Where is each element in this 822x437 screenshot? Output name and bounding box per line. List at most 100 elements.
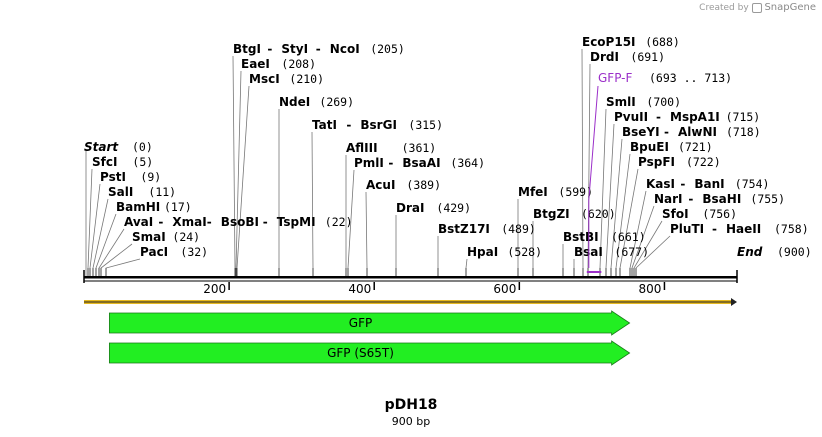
site-position: (208) (281, 57, 316, 71)
enzyme-label-g10: BstZ17I(489) (438, 222, 536, 236)
site-position: (11) (148, 185, 176, 199)
enzyme-name: MspA1I (670, 110, 720, 124)
enzyme-name: TatI (312, 118, 337, 132)
start-position: (0) (132, 140, 153, 154)
sequence-backbone (83, 270, 738, 283)
enzyme-label-g30: BamHI(17) (116, 200, 192, 214)
enzyme-label-g3: MscI(210) (249, 72, 324, 86)
enzyme-label-g20: BseYI-AlwNI(718) (622, 125, 761, 139)
primer-label: GFP-F (598, 71, 633, 85)
label-separator: - (267, 42, 272, 56)
enzyme-label-g23: KasI-BanI(754) (646, 177, 769, 191)
enzyme-label-g17: DrdI(691) (590, 50, 665, 64)
enzyme-name: NcoI (330, 42, 360, 56)
enzyme-label-g28: PstI(9) (100, 170, 161, 184)
site-position: (315) (408, 118, 443, 132)
site-position: (715) (726, 110, 761, 124)
end-position: (900) (777, 245, 812, 259)
leader-line (98, 228, 125, 276)
leader-line (87, 168, 93, 276)
feature-arrow (108, 340, 631, 366)
site-position: (389) (406, 178, 441, 192)
site-position: (722) (686, 155, 721, 169)
enzyme-name: BpuEI (630, 140, 669, 154)
snapgene-logo-icon (751, 2, 762, 13)
primer-range: (693 .. 713) (649, 71, 732, 85)
enzyme-name: PacI (140, 245, 168, 259)
enzyme-name: PspFI (638, 155, 675, 169)
label-separator: - (388, 156, 393, 170)
leader-line (619, 168, 639, 276)
enzyme-name: NdeI (279, 95, 310, 109)
site-position: (205) (370, 42, 405, 56)
enzyme-name: SmlI (606, 95, 636, 109)
enzyme-label-g8: AcuI (389) (366, 178, 441, 192)
enzyme-name: BtgZI (533, 207, 570, 221)
site-position: (364) (450, 156, 485, 170)
site-leader-lines (85, 48, 671, 276)
label-separator: - (680, 177, 685, 191)
site-position: (32) (180, 245, 208, 259)
enzyme-label-g16: EcoP15I(688) (582, 35, 680, 49)
enzyme-label-g4: NdeI (269) (279, 95, 354, 109)
enzyme-labels: BtgI-StyI-NcoI(205)EaeI(208)MscI(210)Nde… (92, 35, 809, 259)
enzyme-name: SalI (108, 185, 133, 199)
enzyme-label-g12: MfeI(599) (518, 185, 593, 199)
snapgene-credit: Created by SnapGene (699, 2, 816, 13)
end-label: End (737, 245, 763, 259)
enzyme-label-g26: PluTI-HaeII(758) (670, 222, 809, 236)
enzyme-label-g27: SfcI(5) (92, 155, 153, 169)
label-separator: - (656, 110, 661, 124)
enzyme-label-g13: BtgZI (620) (533, 207, 616, 221)
site-position: (756) (702, 207, 737, 221)
primer-gfp-f-mark (586, 85, 602, 273)
site-position: (758) (774, 222, 809, 236)
enzyme-label-g9: DraI(429) (396, 201, 471, 215)
site-position: (9) (140, 170, 161, 184)
ruler-tick-label: 800 (639, 282, 662, 296)
enzyme-label-g1: BtgI-StyI-NcoI(205) (233, 42, 405, 56)
ruler-tick-label: 600 (493, 282, 516, 296)
enzyme-name: AlwNI (678, 125, 717, 139)
enzyme-name: SfoI (662, 207, 689, 221)
enzyme-label-g18: SmlI(700) (606, 95, 681, 109)
site-position: (489) (501, 222, 536, 236)
feature-1: GFP (S65T) (108, 340, 631, 366)
feature-label: GFP (349, 316, 372, 330)
enzyme-name: BanI (694, 177, 724, 191)
site-position: (24) (172, 230, 200, 244)
enzyme-name: BsaHI (702, 192, 741, 206)
site-position: (620) (581, 207, 616, 221)
feature-label: GFP (S65T) (327, 346, 394, 360)
site-position: (721) (678, 140, 713, 154)
primer-leader (588, 85, 599, 268)
ruler-tick-400: 400 (348, 282, 375, 296)
leader-line (232, 55, 236, 276)
enzyme-name: AcuI (366, 178, 395, 192)
enzyme-name: BamHI (116, 200, 160, 214)
leader-line (105, 258, 141, 276)
label-separator: - (712, 222, 717, 236)
site-position: (269) (319, 95, 354, 109)
ruler-tick-label: 400 (348, 282, 371, 296)
ruler-tick-label: 200 (203, 282, 226, 296)
enzyme-name: BtgI (233, 42, 261, 56)
enzyme-label-g5: TatI-BsrGI(315) (312, 118, 443, 132)
plasmid-name: pDH18 (384, 397, 438, 413)
site-position: (5) (132, 155, 153, 169)
feature-arrows: GFP GFP (S65T) (108, 310, 631, 366)
enzyme-name: AflIII (346, 141, 378, 155)
enzyme-name: PmlI (354, 156, 384, 170)
label-separator: - (263, 215, 268, 229)
enzyme-label-g6: AflIII(361) (346, 141, 436, 155)
enzyme-name: AvaI (124, 215, 153, 229)
strand-direction-bar (84, 298, 737, 306)
site-position: (677) (614, 245, 649, 259)
site-position: (691) (630, 50, 665, 64)
leader-line (311, 131, 314, 276)
enzyme-label-g2: EaeI(208) (241, 57, 316, 71)
enzyme-label-g32: SmaI(24) (132, 230, 200, 244)
label-separator: - (688, 192, 693, 206)
label-separator: - (664, 125, 669, 139)
